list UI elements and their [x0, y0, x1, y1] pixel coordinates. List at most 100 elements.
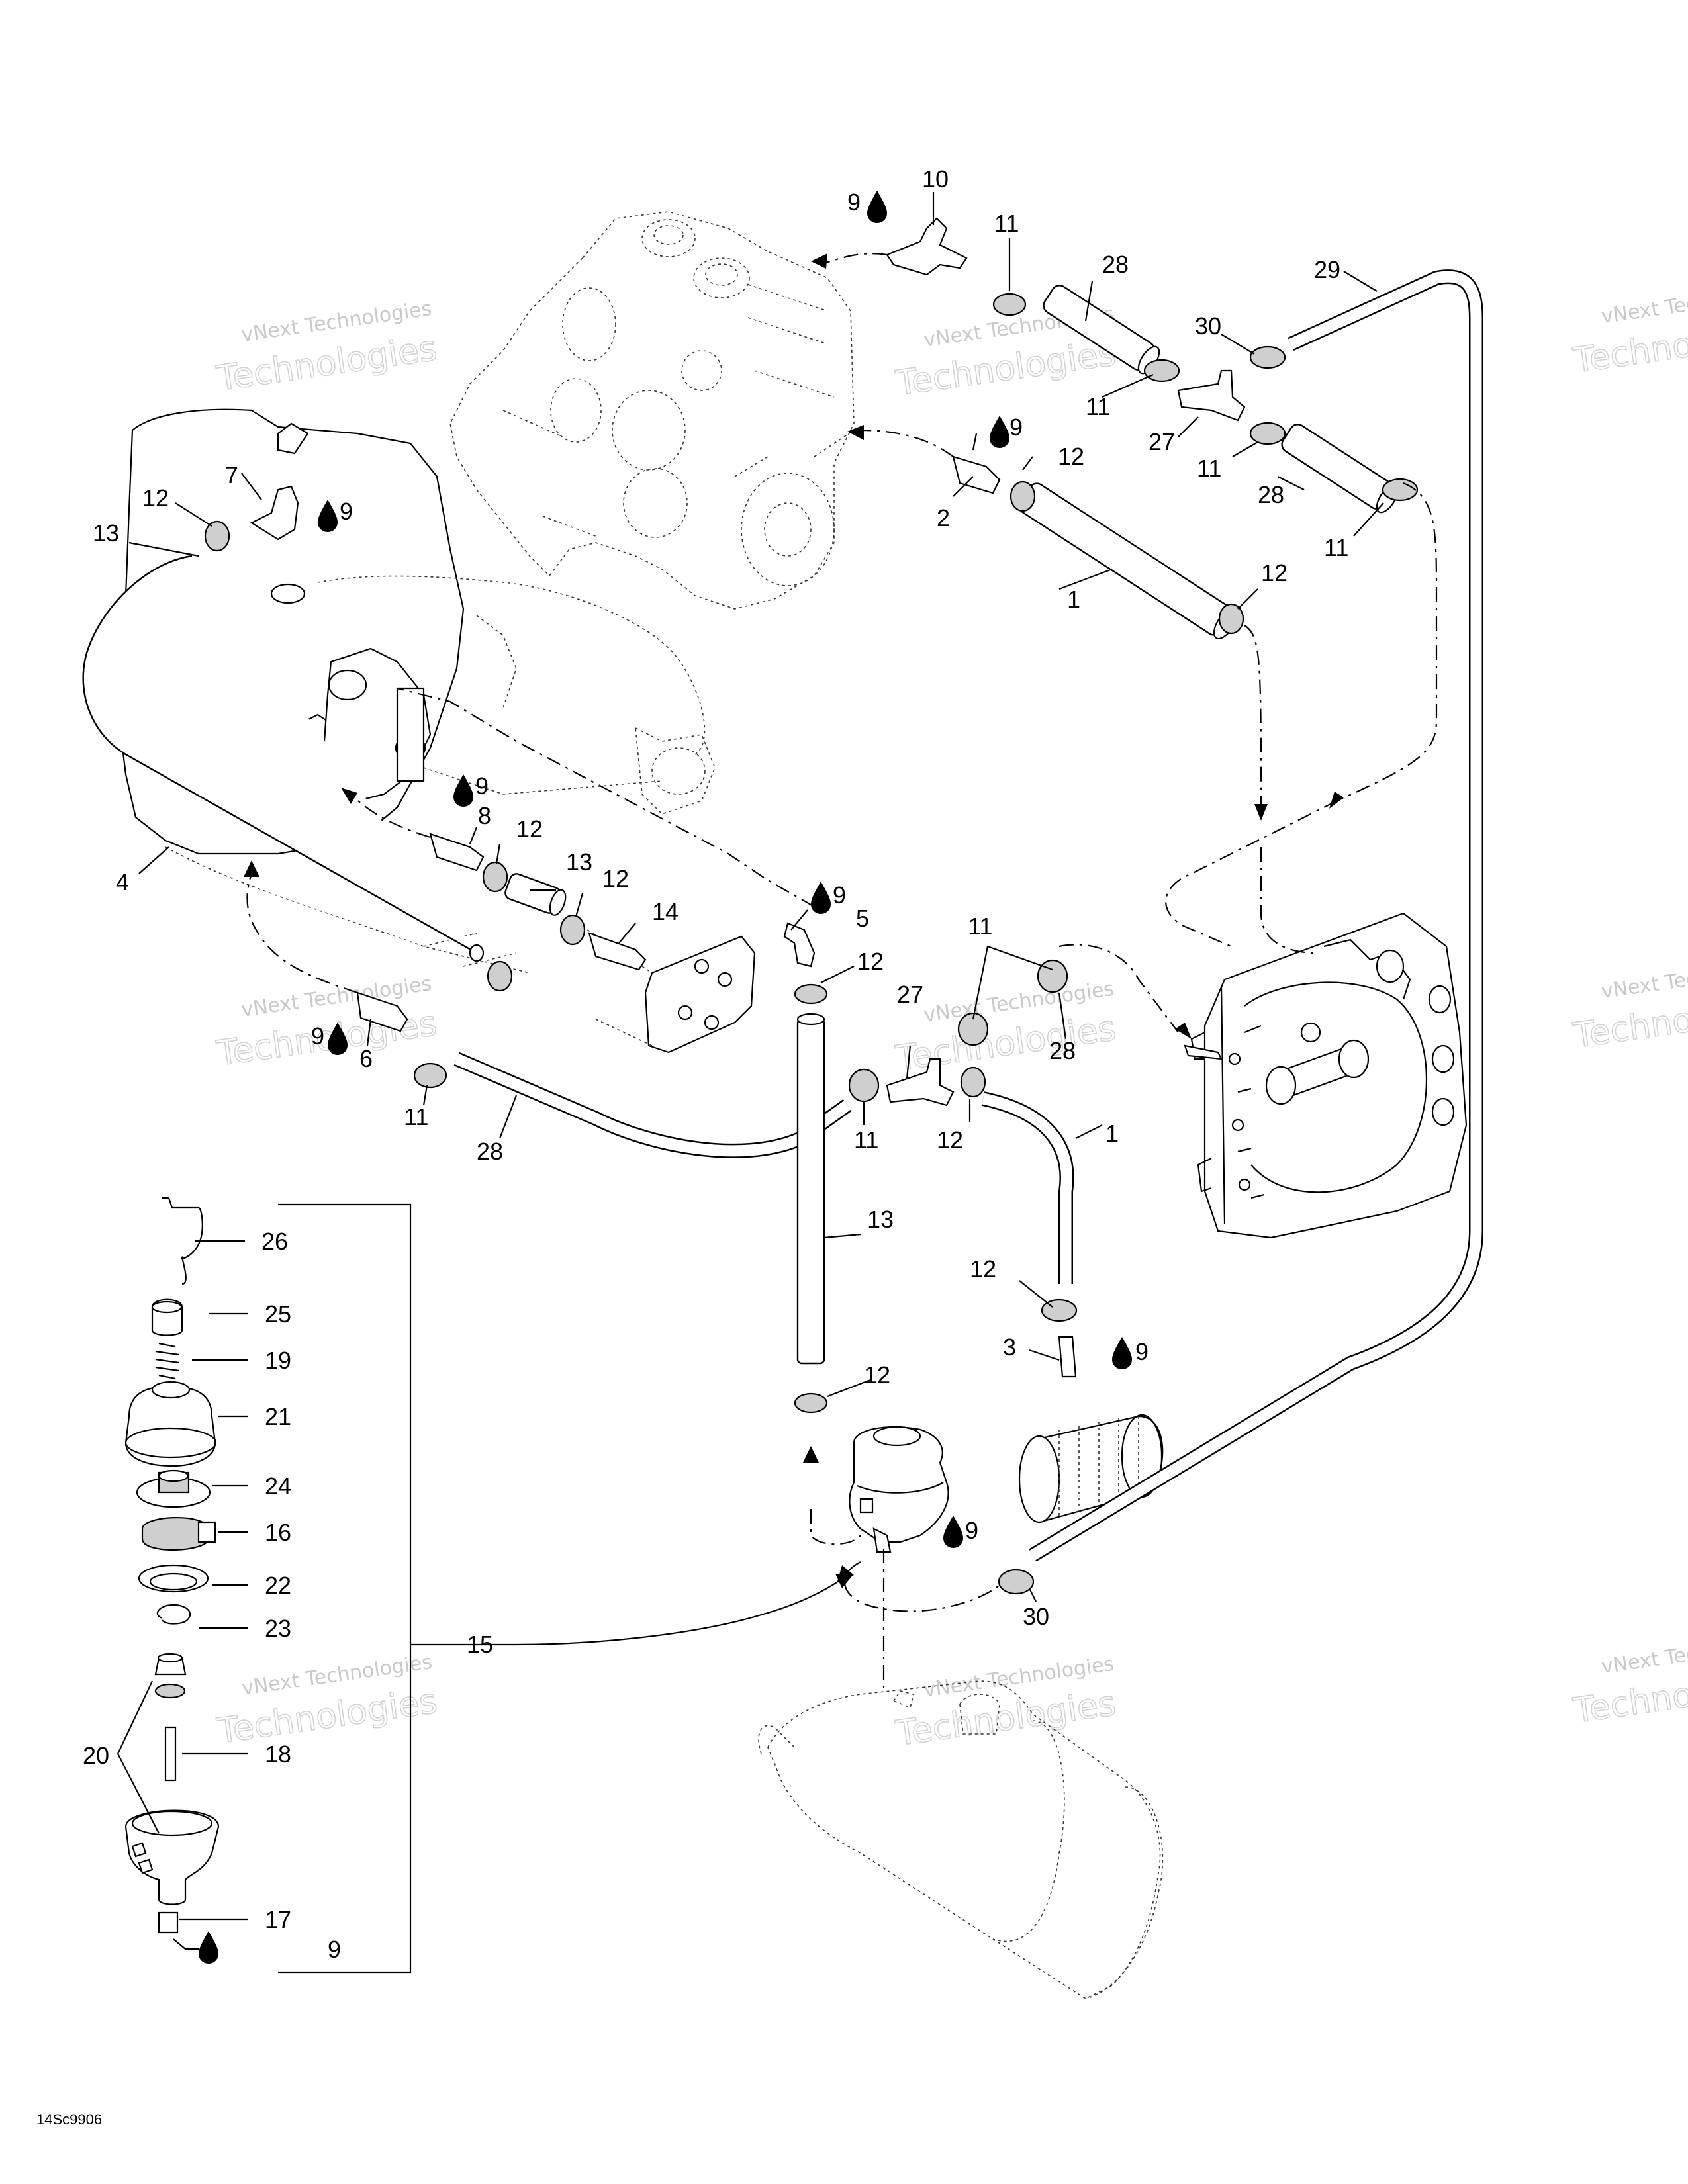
callout-25: 25: [265, 1300, 291, 1328]
oil-drop-icon: [199, 1931, 218, 1964]
hose-13-vertical: [796, 1013, 825, 1365]
clamp-12-f: [487, 960, 513, 992]
oil-drop-icon: [990, 416, 1009, 448]
clamp-11-a: [992, 293, 1027, 316]
clamp-12-g: [794, 983, 828, 1005]
callout-5: 5: [856, 905, 869, 932]
callout-23: 23: [265, 1615, 291, 1642]
callout-1: 1: [1067, 586, 1080, 613]
callout-28: 28: [1102, 251, 1129, 278]
callout-11: 11: [1324, 534, 1348, 561]
tee-fitting-27-center: [886, 1058, 955, 1107]
clamp-12-j: [794, 1392, 828, 1414]
callout-2: 2: [937, 504, 950, 531]
clamp-11-e: [848, 1068, 880, 1103]
tee-fitting-27-top: [1177, 369, 1246, 422]
callout-9: 9: [475, 772, 489, 799]
callout-21: 21: [265, 1403, 291, 1430]
callout-15: 15: [467, 1631, 493, 1658]
clamp-11-b: [1143, 359, 1180, 383]
watermark-text: vNext Technologies: [1600, 1629, 1688, 1678]
clamp-12-e: [559, 914, 586, 946]
nipple-2: [952, 455, 1001, 494]
oil-drop-icon: [1112, 1337, 1132, 1369]
watermark-text: vNext Technologies: [1600, 954, 1688, 1003]
oil-drop-icon: [811, 882, 831, 914]
callout-9: 9: [340, 498, 353, 525]
callout-9: 9: [311, 1023, 324, 1050]
callout-26: 26: [261, 1228, 288, 1255]
callout-9: 9: [965, 1517, 978, 1544]
fitting-14: [588, 932, 647, 971]
regulator-assembly: [117, 1197, 854, 1974]
elbow-fitting-10: [886, 217, 968, 276]
callout-11: 11: [854, 1126, 878, 1154]
strainer-screen: [1018, 1414, 1164, 1524]
oil-drop-icon: [328, 1023, 348, 1055]
callout-7: 7: [225, 461, 238, 488]
pump-housing: [1190, 912, 1468, 1239]
callout-30: 30: [1195, 312, 1221, 340]
callout-12: 12: [864, 1361, 890, 1388]
callout-13: 13: [867, 1206, 894, 1233]
callout-labels: 10 9 11 28 29 30 11 27 11 28 11 9 12 2 1…: [83, 165, 1348, 1963]
callout-11: 11: [968, 913, 992, 940]
callout-27: 27: [1149, 428, 1175, 455]
callout-16: 16: [265, 1519, 291, 1546]
callout-24: 24: [265, 1473, 291, 1500]
callout-11: 11: [1086, 393, 1110, 420]
callout-13: 13: [93, 520, 119, 547]
clamp-12-a: [1009, 480, 1036, 512]
watermark-text: vNext Technologies: [1600, 279, 1688, 328]
callout-28: 28: [477, 1138, 503, 1165]
callout-12: 12: [142, 484, 169, 512]
hose-28-right: [1281, 424, 1399, 514]
oil-drop-icon: [943, 1516, 963, 1548]
callout-28: 28: [1049, 1037, 1076, 1064]
clamp-12-b: [1218, 603, 1244, 635]
callout-1: 1: [1105, 1120, 1119, 1147]
callout-11: 11: [994, 210, 1019, 237]
clamp-30-bottom: [998, 1569, 1035, 1595]
clamp-11-g: [1037, 959, 1068, 993]
callout-28: 28: [1258, 481, 1284, 508]
hose-29: [1029, 269, 1483, 1562]
watermark-top-left: vNext Technologies Technologies: [214, 297, 440, 399]
clamp-12-c: [204, 520, 230, 552]
expansion-tank: [849, 1426, 949, 1553]
callout-17: 17: [265, 1906, 291, 1933]
callout-12: 12: [857, 948, 884, 975]
watermark-mid-center: vNext Technologies Technologies: [892, 978, 1119, 1079]
callout-18: 18: [265, 1741, 291, 1768]
clamps: [204, 293, 1419, 1595]
nipple-8: [429, 833, 485, 872]
clamp-11-d: [1382, 478, 1419, 502]
watermark-right-edge-2: vNext Technologies Technologies: [1570, 954, 1688, 1056]
callout-30: 30: [1023, 1603, 1049, 1630]
clamp-12-d: [482, 861, 508, 893]
bracket-15: [278, 1203, 412, 1974]
hose-28-upper: [1043, 285, 1160, 375]
watermark-low-center: vNext Technologies Technologies: [892, 1653, 1119, 1754]
callout-29: 29: [1314, 256, 1340, 283]
callout-12: 12: [602, 865, 629, 892]
watermark-right-edge-1: vNext Technologies Technologies: [1570, 279, 1688, 381]
callout-12: 12: [970, 1255, 996, 1283]
callout-9: 9: [833, 882, 846, 909]
callout-22: 22: [265, 1572, 291, 1599]
callout-14: 14: [652, 898, 679, 925]
clamp-11-c: [1249, 422, 1286, 445]
oil-drop-icon: [453, 774, 473, 807]
muffler: [758, 1680, 1164, 1999]
callout-13: 13: [566, 848, 592, 876]
diagram-code: 14Sc9906: [36, 2111, 102, 2128]
callout-12: 12: [937, 1126, 963, 1154]
clamp-30-top: [1249, 345, 1286, 369]
engine-block: [449, 211, 855, 610]
callout-12: 12: [516, 815, 543, 842]
hose-13-small: [504, 873, 567, 916]
elbow-fitting-7: [250, 485, 299, 541]
hoses: [82, 269, 1483, 1562]
callout-9: 9: [847, 189, 861, 216]
